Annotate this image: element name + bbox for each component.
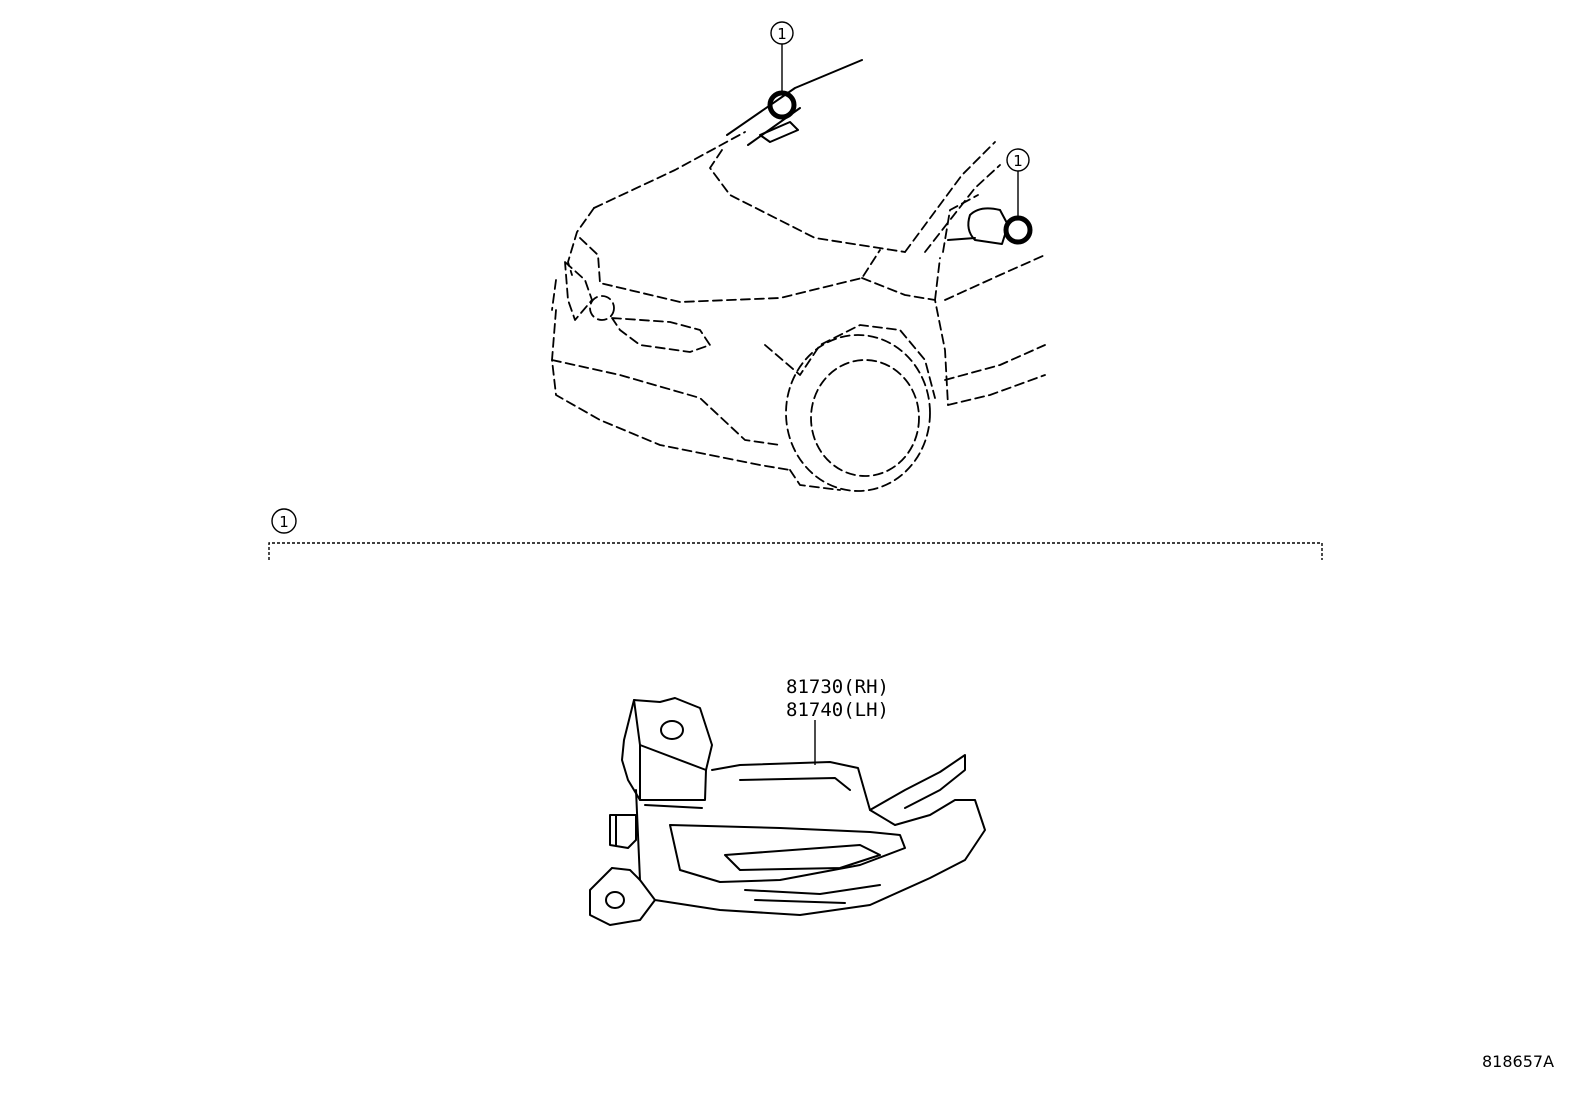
vehicle-front-outline: [551, 59, 1046, 492]
group-callout-bubble: [271, 508, 297, 534]
callout-right: 1: [1003, 148, 1033, 245]
turn-signal-lamp-part: [589, 697, 986, 926]
callout-right-number: 1: [1013, 152, 1023, 170]
part-number-rh: 81730(RH): [786, 676, 889, 698]
group-bracket: 1: [268, 508, 1323, 560]
callout-right-marker: [1003, 215, 1033, 245]
callout-top-number: 1: [777, 25, 787, 43]
illustration-reference: 818657A: [1482, 1052, 1554, 1071]
callout-top-marker: [767, 90, 797, 120]
group-callout-number: 1: [279, 513, 289, 531]
part-number-label: 81730(RH) 81740(LH): [786, 676, 889, 765]
part-number-lh: 81740(LH): [786, 699, 889, 721]
callout-top: 1: [767, 21, 797, 120]
